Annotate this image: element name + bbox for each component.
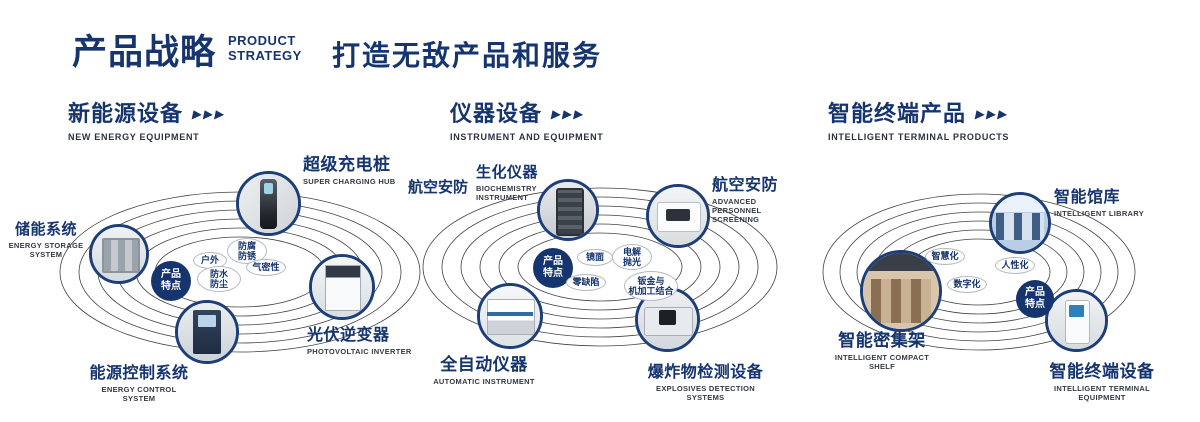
product-image-compact-shelf <box>860 250 942 332</box>
inverter-photo <box>312 257 372 317</box>
product-name-en: ENERGY CONTROL SYSTEM <box>101 385 177 403</box>
feature-tag-zero-defect: 零缺陷 <box>566 274 606 291</box>
triple-chevron-icon: ▶▶▶ <box>550 106 587 121</box>
library-photo <box>992 195 1048 251</box>
product-name-en: EXPLOSIVES DETECTION SYSTEMS <box>656 384 755 402</box>
feature-tag-airtightness: 气密性 <box>246 259 286 276</box>
product-label-energy-storage: 储能系统 ENERGY STORAGE SYSTEM <box>4 218 88 259</box>
product-features-badge-label: 产品特点 <box>161 269 181 292</box>
product-image-energy-control <box>175 300 239 364</box>
product-image-photovoltaic-inverter <box>309 254 375 320</box>
product-label-photovoltaic-inverter: 光伏逆变器 PHOTOVOLTAIC INVERTER <box>307 321 422 356</box>
product-name-en: ENERGY STORAGE SYSTEM <box>8 241 84 259</box>
product-image-automatic-instrument <box>477 283 543 349</box>
product-name: 光伏逆变器 <box>307 327 390 344</box>
product-features-badge: 产品特点 <box>151 261 191 301</box>
product-label-personnel-screening: 航空安防 ADVANCED PERSONNEL SCREENING <box>712 171 807 224</box>
product-name-en: INTELLIGENT TERMINAL EQUIPMENT <box>1054 384 1150 402</box>
product-label-explosives-detection: 爆炸物检测设备 EXPLOSIVES DETECTION SYSTEMS <box>638 358 773 402</box>
product-name-en: INTELLIGENT COMPACT SHELF <box>834 353 930 371</box>
product-name: 智能终端设备 <box>1049 362 1155 381</box>
product-name-en: BIOCHEMISTRY INSTRUMENT <box>476 184 537 202</box>
product-image-personnel-screening <box>646 184 710 248</box>
feature-tag-humanized: 人性化 <box>995 257 1035 274</box>
feature-tag-intelligent: 智慧化 <box>925 248 965 265</box>
section-title: 智能终端产品 <box>828 101 967 126</box>
product-label-compact-shelf: 智能密集架 INTELLIGENT COMPACT SHELF <box>826 326 938 371</box>
product-image-terminal-equipment <box>1045 289 1108 352</box>
page-title-en-line2: STRATEGY <box>228 47 302 63</box>
product-name: 智能密集架 <box>838 331 926 350</box>
product-name: 全自动仪器 <box>440 355 528 374</box>
feature-tag-waterproof: 防水 防尘 <box>197 266 241 292</box>
biochemistry-photo <box>540 182 596 238</box>
feature-tag-sheetmetal-machining: 钣金与 机加工结合 <box>624 271 678 301</box>
explosives-detection-photo <box>638 290 697 349</box>
product-features-badge-label: 产品特点 <box>543 256 563 279</box>
section-title: 新能源设备 <box>68 101 184 126</box>
triple-chevron-icon: ▶▶▶ <box>974 106 1011 121</box>
triple-chevron-icon: ▶▶▶ <box>191 106 228 121</box>
energy-storage-photo <box>92 227 146 281</box>
section-subtitle: NEW ENERGY EQUIPMENT <box>68 132 200 142</box>
product-features-badge: 产品特点 <box>1016 280 1054 318</box>
automatic-instrument-photo <box>480 286 540 346</box>
screening-photo <box>649 187 707 245</box>
page-title: 产品战略 <box>72 33 217 72</box>
page-title-en-line1: PRODUCT <box>228 33 296 48</box>
page-title-en: PRODUCT STRATEGY <box>228 33 302 64</box>
feature-tag-mirror: 镜面 <box>577 249 613 266</box>
product-name: 生化仪器 <box>476 164 539 181</box>
product-name: 能源控制系统 <box>89 365 189 382</box>
product-name: 爆炸物检测设备 <box>647 364 764 381</box>
section-header-intelligent-terminal: 智能终端产品 ▶▶▶ INTELLIGENT TERMINAL PRODUCTS <box>828 96 1011 142</box>
feature-tag-electropolishing: 电解 抛光 <box>612 244 652 270</box>
terminal-equipment-photo <box>1048 292 1105 349</box>
section-title: 仪器设备 <box>450 101 543 126</box>
product-name-en: SUPER CHARGING HUB <box>303 177 396 186</box>
product-image-intelligent-library <box>989 192 1051 254</box>
orbit-rings-instruments <box>422 187 778 347</box>
page-slogan: 打造无敌产品和服务 <box>332 40 603 71</box>
product-name-en: ADVANCED PERSONNEL SCREENING <box>712 197 762 224</box>
section-subtitle: INSTRUMENT AND EQUIPMENT <box>450 132 604 142</box>
feature-tag-anticorrosion: 防腐 防锈 <box>227 238 267 264</box>
product-name-en: AUTOMATIC INSTRUMENT <box>433 377 535 386</box>
control-system-photo <box>178 303 236 361</box>
section-header-new-energy: 新能源设备 ▶▶▶ NEW ENERGY EQUIPMENT <box>68 96 228 142</box>
product-label-super-charging-hub: 超级充电桩 SUPER CHARGING HUB <box>303 150 418 186</box>
product-label-biochemistry: 生化仪器 BIOCHEMISTRY INSTRUMENT <box>476 161 561 202</box>
product-name-en: INTELLIGENT LIBRARY <box>1054 209 1145 218</box>
product-name: 智能馆库 <box>1054 189 1121 206</box>
product-image-biochemistry <box>537 179 599 241</box>
product-label-energy-control: 能源控制系统 ENERGY CONTROL SYSTEM <box>85 359 193 403</box>
product-label-terminal-equipment: 智能终端设备 INTELLIGENT TERMINAL EQUIPMENT <box>1038 357 1166 402</box>
product-features-badge-label: 产品特点 <box>1025 287 1045 310</box>
product-name: 储能系统 <box>14 221 77 238</box>
product-image-super-charging-hub <box>236 171 301 236</box>
section-header-instruments: 仪器设备 ▶▶▶ INSTRUMENT AND EQUIPMENT <box>450 96 603 142</box>
feature-tag-digital: 数字化 <box>947 276 987 293</box>
section-subtitle: INTELLIGENT TERMINAL PRODUCTS <box>828 132 1010 142</box>
product-name: 超级充电桩 <box>303 155 391 174</box>
product-label-automatic-instrument: 全自动仪器 AUTOMATIC INSTRUMENT <box>428 350 540 386</box>
charging-hub-photo <box>239 174 298 233</box>
label-aviation-security: 航空安防 <box>408 179 469 196</box>
product-name-en: PHOTOVOLTAIC INVERTER <box>307 347 412 356</box>
product-label-intelligent-library: 智能馆库 INTELLIGENT LIBRARY <box>1054 183 1154 218</box>
compact-shelf-photo <box>863 253 939 329</box>
product-image-energy-storage <box>89 224 149 284</box>
product-name: 航空安防 <box>712 177 779 194</box>
